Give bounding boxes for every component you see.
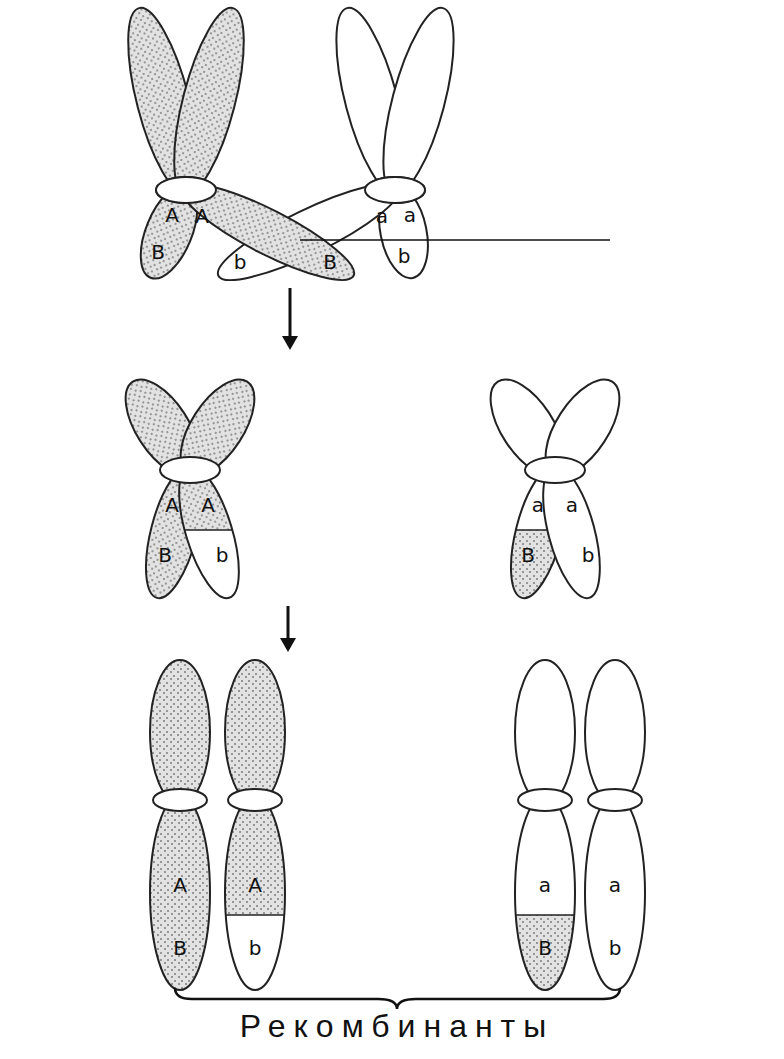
arrow-head — [280, 638, 296, 652]
gene-letter: B — [158, 545, 172, 565]
gene-letter: a — [539, 875, 551, 895]
centromere — [365, 177, 425, 203]
chromatid-arm — [150, 660, 210, 804]
chromatid-outline — [150, 660, 210, 804]
centromere — [525, 457, 585, 483]
exchanged-segment — [0, 915, 784, 1059]
gene-letter: A — [195, 206, 209, 226]
gene-letter: b — [234, 252, 247, 272]
gene-letter: A — [248, 875, 262, 895]
gene-letter: A — [165, 495, 179, 515]
chromatid-outline — [515, 660, 575, 804]
gene-letter: A — [173, 875, 187, 895]
chromatid-arm — [225, 660, 285, 804]
chromatid-arm — [585, 660, 645, 804]
gene-letter: a — [566, 495, 578, 515]
gene-letter: B — [323, 252, 337, 272]
chromatid-outline — [160, 2, 258, 201]
centromere — [160, 457, 220, 483]
chromatid-outline — [585, 660, 645, 804]
chromatid-arm — [369, 1, 468, 200]
chromatid-outline — [515, 796, 575, 990]
exchange-boundary — [0, 529, 784, 531]
chromatid-arm — [160, 2, 258, 201]
group-label: Рекомбинанты — [240, 1009, 555, 1044]
chromatid-arm — [150, 796, 210, 990]
gene-letter: A — [201, 495, 215, 515]
exchange-boundary — [0, 914, 784, 916]
chromatid-outline — [225, 660, 285, 804]
gene-letter: a — [404, 205, 416, 225]
centromere — [156, 177, 216, 203]
gene-letter: b — [582, 545, 595, 565]
gene-letter: b — [398, 246, 411, 266]
exchanged-segment — [0, 530, 784, 730]
chromatid-outline — [225, 796, 285, 990]
process-arrow — [287, 606, 290, 640]
leader-line — [300, 239, 610, 241]
recombinant-brace — [175, 988, 620, 1009]
chromatid-outline — [150, 796, 210, 990]
exchanged-segment — [0, 915, 784, 1059]
gene-letter: A — [165, 205, 179, 225]
process-arrow — [289, 288, 292, 338]
exchange-boundary — [0, 529, 784, 531]
gene-letter: a — [609, 875, 621, 895]
chromatid-arm — [515, 660, 575, 804]
gene-letter: B — [173, 938, 187, 958]
gene-letter: b — [216, 545, 229, 565]
centromere — [588, 789, 642, 811]
gene-letter: B — [521, 545, 535, 565]
gene-letter: a — [376, 206, 388, 226]
centromere — [153, 789, 207, 811]
chromatid-outline — [585, 796, 645, 990]
arrow-head — [282, 336, 298, 350]
chromatid-arm — [585, 796, 645, 990]
centromere — [518, 789, 572, 811]
centromere — [365, 177, 425, 203]
chromatid-outline — [369, 1, 468, 200]
centromere — [228, 789, 282, 811]
gene-letter: a — [532, 495, 544, 515]
gene-letter: b — [609, 938, 622, 958]
centromere — [156, 177, 216, 203]
gene-letter: B — [538, 938, 552, 958]
exchanged-segment — [0, 530, 784, 730]
gene-letter: B — [151, 242, 165, 262]
gene-letter: b — [249, 938, 262, 958]
exchange-boundary — [0, 914, 784, 916]
